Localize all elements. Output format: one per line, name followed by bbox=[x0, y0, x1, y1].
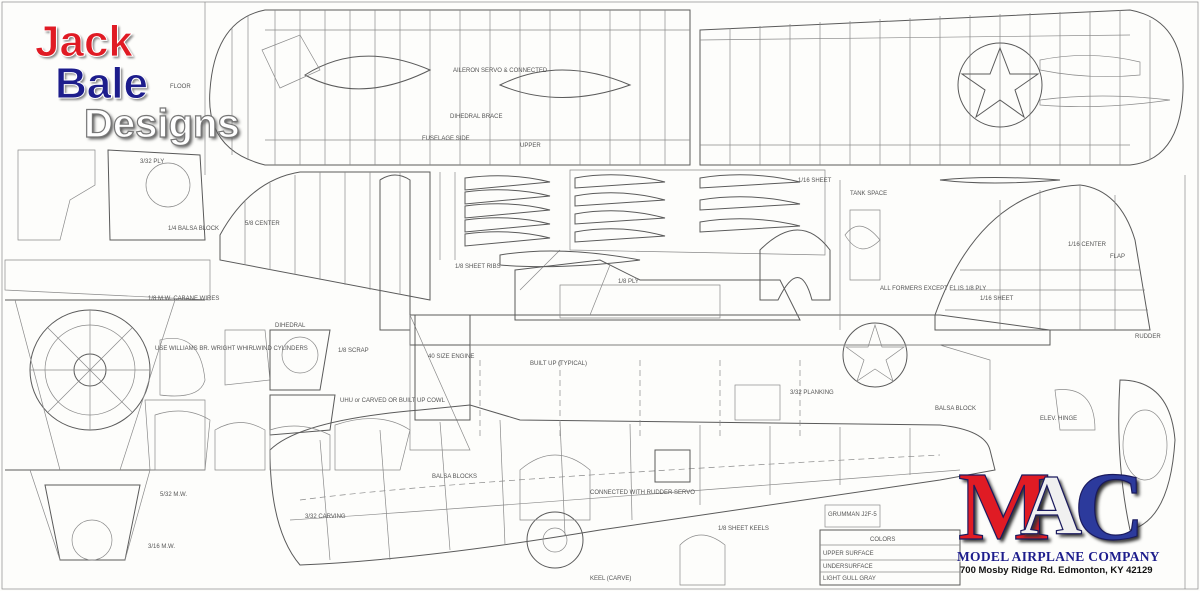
label-engine: 40 SIZE ENGINE bbox=[428, 354, 474, 360]
label-elev-hinge: ELEV. HINGE bbox=[1040, 416, 1077, 422]
label-title-block: GRUMMAN J2F-5 bbox=[828, 512, 877, 518]
mac-letter-a: A bbox=[1019, 457, 1083, 553]
mac-address: 700 Mosby Ridge Rd. Edmonton, KY 42129 bbox=[960, 565, 1153, 576]
rib-templates bbox=[464, 169, 831, 301]
label-built-up: BUILT UP (TYPICAL) bbox=[530, 361, 587, 367]
label-all-formers: ALL FORMERS EXCEPT F1 IS 1/8 PLY bbox=[880, 286, 986, 292]
label-dihedral-brace: DIHEDRAL BRACE bbox=[450, 114, 502, 120]
label-ply-18: 1/8 PLY bbox=[618, 279, 639, 285]
label-carving: 3/32 CARVING bbox=[305, 514, 346, 520]
label-tank-space: TANK SPACE bbox=[850, 191, 887, 197]
label-rudder: RUDDER bbox=[1135, 334, 1161, 340]
label-balsa-block-tail: BALSA BLOCK bbox=[935, 406, 976, 412]
label-cabane-wires: 1/8 M.W. CABANE WIRES bbox=[148, 296, 219, 302]
label-fuselage-side: FUSELAGE SIDE bbox=[422, 136, 470, 142]
label-aileron-servo: AILERON SERVO & CONNECTED bbox=[453, 68, 548, 74]
left-parts bbox=[4, 149, 211, 561]
label-mw-316: 3/16 M.W. bbox=[148, 544, 175, 550]
fuselage-side-view bbox=[269, 249, 1051, 569]
label-center-58: 5/8 CENTER bbox=[245, 221, 280, 227]
label-connected-rudder: CONNECTED WITH RUDDER SERVO bbox=[590, 490, 695, 496]
label-planking: 3/32 PLANKING bbox=[790, 390, 834, 396]
lower-wing-panel bbox=[219, 171, 431, 331]
logo-jack: Jack bbox=[35, 17, 134, 66]
mac-letter-m: M bbox=[957, 453, 1051, 561]
label-center-116: 1/16 CENTER bbox=[1068, 242, 1107, 248]
label-mw-532: 5/32 M.W. bbox=[160, 492, 187, 498]
label-scrap: 1/8 SCRAP bbox=[338, 348, 369, 354]
label-floor: FLOOR bbox=[170, 84, 191, 90]
label-ply-332: 3/32 PLY bbox=[140, 159, 164, 165]
label-sheet-keels: 1/8 SHEET KEELS bbox=[718, 526, 769, 532]
mac-company-name: MODEL AIRPLANE COMPANY bbox=[957, 549, 1160, 564]
mac-letter-c: C bbox=[1073, 453, 1145, 561]
title-block bbox=[679, 504, 961, 586]
label-colors: COLORS bbox=[870, 537, 895, 543]
label-cowl: UHU or CARVED OR BUILT UP COWL bbox=[340, 398, 446, 404]
logo-bale: Bale bbox=[55, 59, 149, 108]
label-williams: USE WILLIAMS BR. WRIGHT WHIRLWIND CYLIND… bbox=[155, 346, 308, 352]
label-sheet-18-ribs: 1/8 SHEET RIBS bbox=[455, 264, 501, 270]
label-sheet-116: 1/16 SHEET bbox=[798, 178, 832, 184]
label-balsa-blocks: BALSA BLOCKS bbox=[432, 474, 477, 480]
mac-logo: M A C bbox=[957, 453, 1158, 561]
label-dihedral: DIHEDRAL bbox=[275, 323, 306, 329]
label-flap: FLAP bbox=[1110, 254, 1125, 260]
logo-designs: Designs bbox=[83, 102, 240, 146]
tail-parts bbox=[844, 177, 1176, 531]
top-wing-plan bbox=[209, 9, 1184, 166]
label-balsa-block: 1/4 BALSA BLOCK bbox=[168, 226, 219, 232]
label-keel: KEEL (CARVE) bbox=[590, 576, 631, 582]
label-upper: UPPER bbox=[520, 143, 541, 149]
label-light-gull-gray: LIGHT GULL GRAY bbox=[823, 576, 876, 582]
label-sheet-116b: 1/16 SHEET bbox=[980, 296, 1014, 302]
former-templates bbox=[154, 329, 411, 471]
plan-annotations: FLOOR 3/32 PLY 1/4 BALSA BLOCK 5/8 CENTE… bbox=[140, 68, 1161, 582]
label-upper-surface: UPPER SURFACE bbox=[823, 551, 874, 557]
label-undersurface: UNDERSURFACE bbox=[823, 564, 873, 570]
